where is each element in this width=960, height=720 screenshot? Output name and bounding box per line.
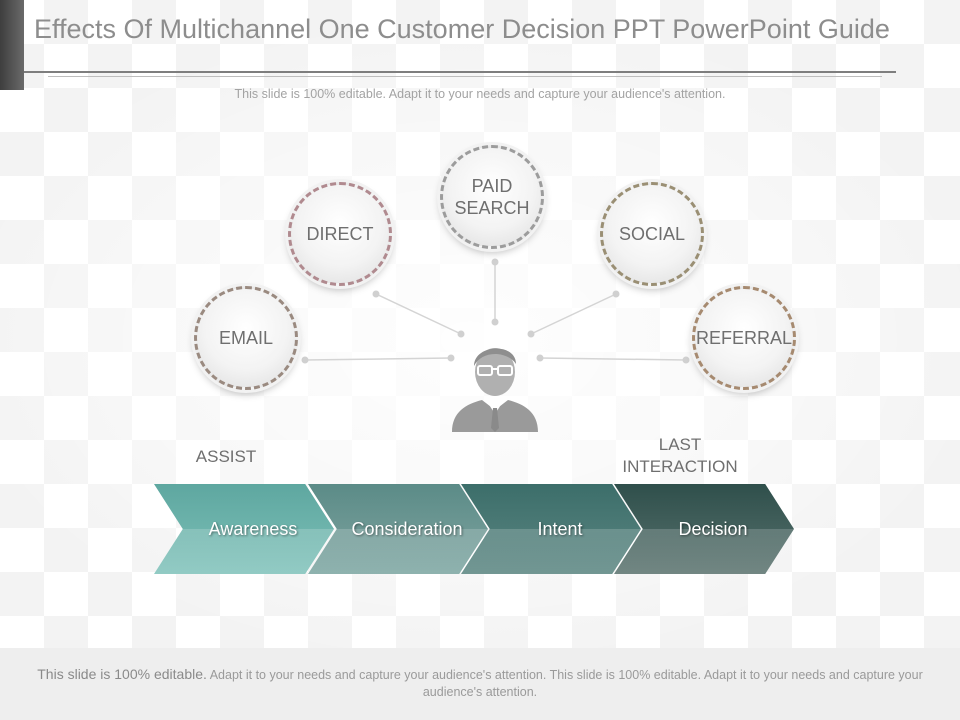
channel-email-label: EMAIL (218, 328, 274, 348)
connector-dot (682, 356, 690, 364)
connector-referral (539, 357, 687, 361)
stage-awareness: Awareness (154, 484, 334, 574)
stage-decision: Decision (614, 484, 794, 574)
last-interaction-label: LAST INTERACTION (596, 434, 764, 478)
connector-dot (491, 318, 499, 326)
channel-paid-search-label: PAID SEARCH (454, 175, 529, 219)
title-divider-thin (48, 76, 882, 77)
connector-lines (301, 258, 690, 364)
connector-direct (375, 293, 462, 335)
stage-intent-label: Intent (537, 518, 583, 539)
channel-referral-label: REFERRAL (695, 328, 793, 348)
last-interaction-line2: INTERACTION (622, 457, 738, 476)
connector-dot (447, 354, 455, 362)
stage-awareness-label: Awareness (208, 518, 298, 539)
slide-subtitle: This slide is 100% editable. Adapt it to… (234, 87, 726, 101)
stage-intent: Intent (461, 484, 641, 574)
channel-direct-label: DIRECT (306, 224, 374, 244)
connector-email (304, 357, 452, 361)
stage-consideration-label: Consideration (351, 518, 463, 539)
corner-tab (0, 0, 24, 90)
channel-social-label: SOCIAL (618, 224, 686, 244)
stage-decision-label: Decision (678, 518, 748, 539)
title-divider (24, 71, 896, 73)
channel-direct: DIRECT (288, 182, 392, 286)
channel-email: EMAIL (194, 286, 298, 390)
connector-dot (536, 354, 544, 362)
connector-social (530, 293, 617, 335)
footer-lead: This slide is 100% editable. (37, 666, 207, 682)
connector-dot (527, 330, 535, 338)
connector-dot (612, 290, 620, 298)
assist-label: ASSIST (195, 447, 257, 466)
slide-title: Effects Of Multichannel One Customer Dec… (34, 14, 890, 44)
footer-text: Adapt it to your needs and capture your … (209, 668, 923, 699)
channel-paid-search-line1: PAID (471, 176, 513, 196)
channel-paid-search-line2: SEARCH (454, 198, 530, 218)
last-interaction-line1: LAST (658, 435, 702, 454)
person-icon (452, 348, 538, 432)
connector-dot (491, 258, 499, 266)
connector-dot (457, 330, 465, 338)
connector-dot (301, 356, 309, 364)
stage-consideration: Consideration (308, 484, 488, 574)
footer-note: This slide is 100% editable. Adapt it to… (0, 648, 960, 720)
channel-referral: REFERRAL (692, 286, 796, 390)
connector-dot (372, 290, 380, 298)
channel-paid-search: PAID SEARCH (440, 145, 544, 249)
channel-social: SOCIAL (600, 182, 704, 286)
